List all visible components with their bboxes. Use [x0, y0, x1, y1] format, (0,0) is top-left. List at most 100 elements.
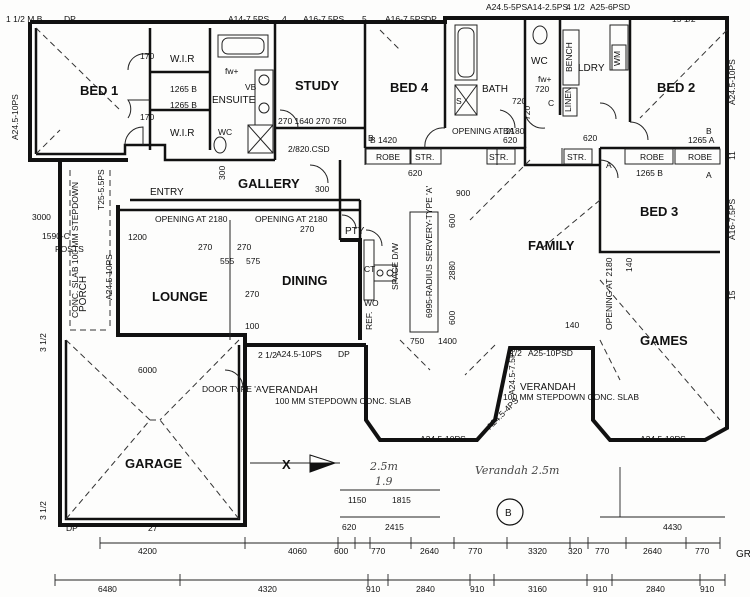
- label-ba: BA: [503, 126, 515, 136]
- label-620c: 620: [583, 133, 597, 143]
- dims_row2-value-7: 2840: [646, 584, 665, 594]
- label-6000: 6000: [138, 365, 157, 375]
- label-ref: REF.: [364, 312, 374, 330]
- label-robe2: ROBE: [640, 152, 664, 162]
- room-ldry: LDRY: [578, 63, 605, 74]
- label-four-half: 4 1/2: [566, 2, 585, 12]
- dims_row1-value-6: 3320: [528, 546, 547, 556]
- label-600b: 600: [447, 311, 457, 325]
- label-opening-2180b: OPENING AT 2180: [604, 257, 614, 330]
- label-dp-bottom-left: DP: [66, 523, 78, 533]
- label-170b: 170: [140, 112, 154, 122]
- room-porch: PORCH: [78, 276, 89, 312]
- servery-island: [363, 211, 439, 333]
- label-720a: 720: [512, 96, 526, 106]
- exterior-walls: [28, 16, 729, 527]
- label-2880: 2880: [447, 261, 457, 280]
- label-1265b: 1265 B: [170, 100, 197, 110]
- room-lounge: LOUNGE: [152, 289, 208, 304]
- label-620b: 620: [503, 135, 517, 145]
- label-robe3: ROBE: [688, 152, 712, 162]
- label-str2: STR.: [489, 152, 508, 162]
- label-1265c: 1265 A: [688, 135, 715, 145]
- label-three-half: 3 1/2: [38, 333, 48, 352]
- room-garage: GARAGE: [125, 456, 182, 471]
- label-verandah-handwritten: Verandah 2.5m: [475, 464, 559, 477]
- label-a16-75-right: A16-7.5PS: [727, 199, 737, 240]
- door-swings: [124, 53, 649, 389]
- label-ct: CT: [364, 264, 375, 274]
- room-dining: DINING: [282, 273, 328, 288]
- dims_row2-value-8: 910: [700, 584, 714, 594]
- dims_row1-value-10: 770: [695, 546, 709, 556]
- label-27: 27: [148, 523, 158, 533]
- label-b1420: B 1420: [370, 135, 397, 145]
- label-a25-6: A25-6PSD: [590, 2, 630, 12]
- label-fifteen: 15: [727, 290, 737, 300]
- section-marker-x: [250, 454, 524, 526]
- label-a24-10: A24.5-10PS: [104, 254, 114, 300]
- dims_row1-value-4: 2640: [420, 546, 439, 556]
- room-bed4: BED 4: [390, 80, 429, 95]
- room-wc: WC: [531, 56, 548, 67]
- label-csd: 2/820.CSD: [288, 144, 330, 154]
- room-family: FAMILY: [528, 238, 575, 253]
- label-door-a: DOOR TYPE 'A': [202, 384, 264, 394]
- dims_row2-value-4: 910: [470, 584, 484, 594]
- dims_row1-value-3: 770: [371, 546, 385, 556]
- room-ensuite: ENSUITE: [212, 95, 256, 106]
- label-linen: LINEN: [563, 87, 573, 112]
- label-b-circle: B: [505, 508, 512, 519]
- room-bed3: BED 3: [640, 204, 678, 219]
- label-posts: POSTS: [55, 244, 84, 254]
- label-opening-2180c: OPENING AT 2180: [155, 214, 228, 224]
- label-100: 100: [245, 321, 259, 331]
- label-270c: 270: [300, 224, 314, 234]
- label-a16-75: A16-7.5PS: [303, 14, 344, 24]
- label-a245-10-bottom2: A24.5-10PS: [640, 434, 686, 444]
- label-verandah-note: 100 MM STEPDOWN CONC. SLAB: [275, 396, 411, 406]
- label-wc-ensuite: WC: [218, 127, 232, 137]
- label-620: 620: [408, 168, 422, 178]
- room-pantry: PTY: [345, 226, 365, 237]
- roof-hip-lines: [35, 27, 728, 520]
- label-575: 575: [246, 256, 260, 266]
- label-1815: 1815: [392, 495, 411, 505]
- label-a245-75: A24.5-7.5PS: [507, 346, 517, 395]
- label-study-dims: 270 1640 270 750: [278, 116, 347, 126]
- room-bed1: BED 1: [80, 83, 118, 98]
- space-dishwasher: SPACE D/W: [390, 243, 400, 290]
- label-opening-2180d: OPENING AT 2180: [255, 214, 328, 224]
- room-verandah-right: VERANDAH: [520, 382, 576, 393]
- label-verandah-note2: 100 MM STEPDOWN CONC. SLAB: [503, 392, 639, 402]
- label-s: S: [456, 96, 462, 106]
- dims_row2-value-5: 3160: [528, 584, 547, 594]
- label-bench: BENCH: [564, 42, 574, 72]
- label-900: 900: [456, 188, 470, 198]
- label-wm: WM: [612, 51, 622, 66]
- label-1150: 1150: [348, 495, 367, 505]
- label-300b: 300: [315, 184, 329, 194]
- room-verandah-left: VERANDAH: [262, 385, 318, 396]
- label-270b: 270: [237, 242, 251, 252]
- label-a14-25: A14-2.5PS: [527, 2, 568, 12]
- room-games: GAMES: [640, 333, 688, 348]
- label-opening-2180: OPENING AT 2180: [452, 126, 525, 136]
- label-fw2: fw+: [538, 74, 552, 84]
- robe-boxes: [365, 148, 721, 165]
- dims_row1-value-5: 770: [468, 546, 482, 556]
- label-a2410: A24.5-10PS: [276, 349, 322, 359]
- dimension-lines: [54, 467, 726, 586]
- room-wir-top: W.I.R: [170, 54, 194, 65]
- bathroom-fixtures: [213, 24, 629, 154]
- label-hand-19: 1.9: [375, 475, 393, 488]
- room-bed2: BED 2: [657, 80, 695, 95]
- label-555: 555: [220, 256, 234, 266]
- dims_row1-value-9: 2640: [643, 546, 662, 556]
- label-c: C: [548, 98, 554, 108]
- dims_row1-value-1: 4060: [288, 546, 307, 556]
- label-hand-25m: 2.5m: [369, 460, 398, 473]
- room-study: STUDY: [295, 78, 339, 93]
- label-t25-55: T25-5.5PS: [96, 169, 106, 210]
